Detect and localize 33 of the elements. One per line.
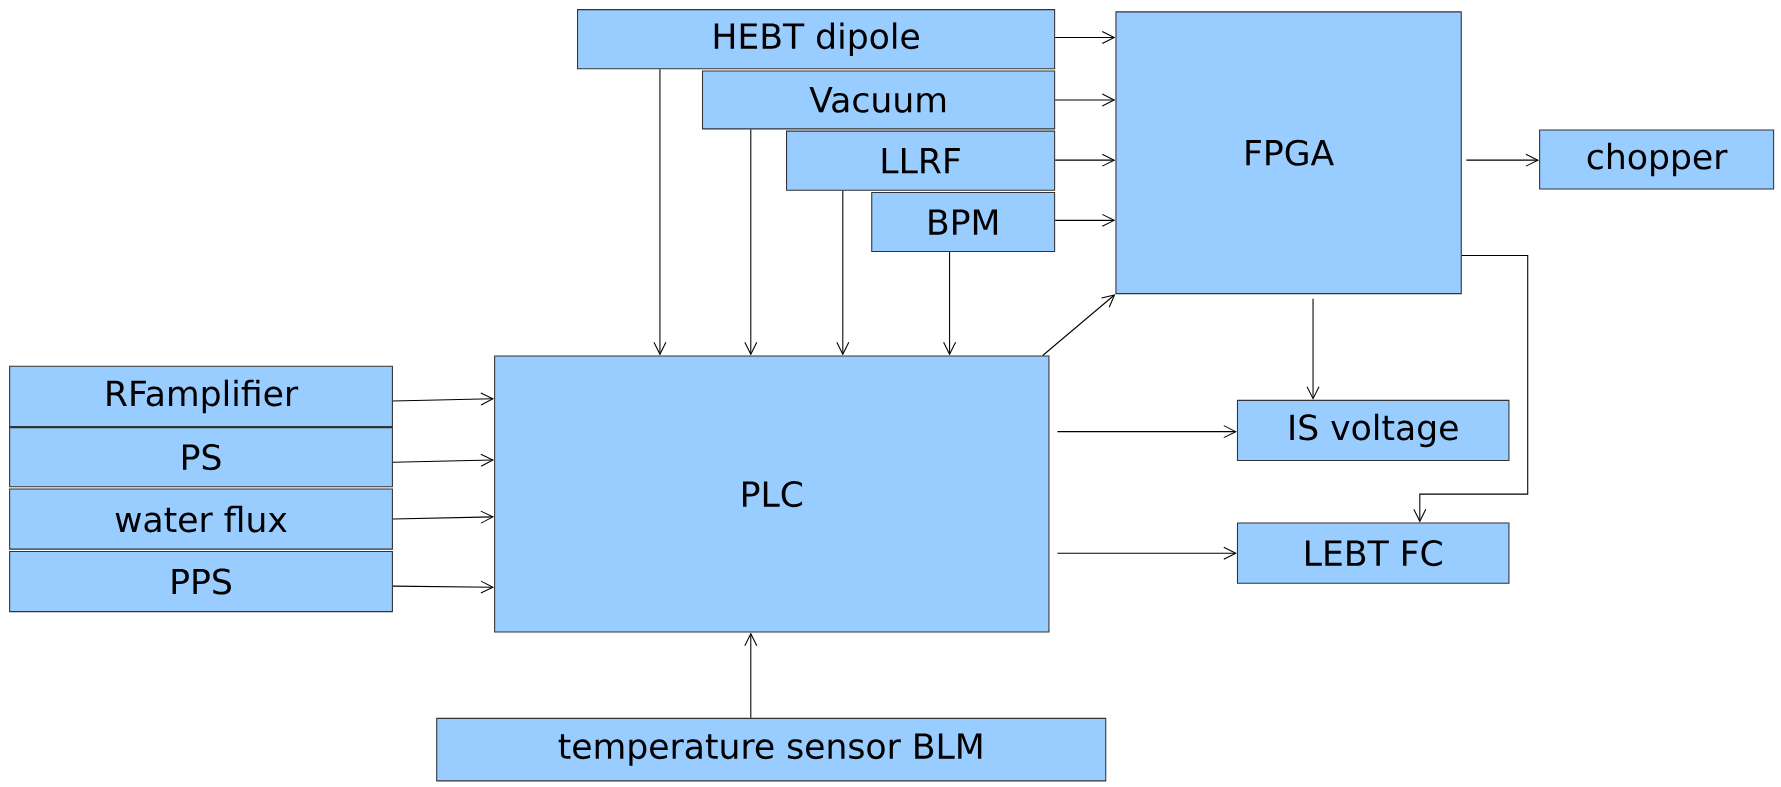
arrow: [836, 190, 850, 356]
arrow: [1054, 93, 1116, 107]
label-box: PS: [9, 427, 393, 488]
arrow: [1054, 30, 1116, 44]
arrow: [1525, 153, 1540, 167]
processor-box: FPGA: [1115, 11, 1462, 295]
label-box: Vacuum: [701, 70, 1056, 130]
arrow: [1413, 255, 1529, 523]
arrow: [392, 580, 495, 594]
arrow: [1054, 153, 1116, 167]
label-box: BPM: [871, 191, 1056, 253]
arrow: [1054, 213, 1116, 227]
controller-box: PLC: [494, 355, 1050, 633]
label-box: RFamplifier: [9, 365, 393, 427]
arrow: [1223, 425, 1237, 439]
label-box: temperature sensor BLM: [436, 717, 1107, 782]
arrow: [392, 510, 495, 524]
label-box: LEBT FC: [1236, 522, 1510, 584]
arrow: [1223, 546, 1237, 560]
label-box: water flux: [9, 488, 393, 550]
label-box: PPS: [9, 550, 393, 613]
label-box: chopper: [1539, 129, 1775, 190]
label-box: LLRF: [786, 130, 1056, 191]
arrow: [392, 453, 495, 467]
arrow: [744, 632, 758, 719]
arrow: [1042, 294, 1116, 356]
arrow: [744, 128, 758, 356]
label-box: HEBT dipole: [577, 9, 1056, 70]
label-box: IS voltage: [1236, 399, 1510, 462]
arrow: [1306, 386, 1320, 400]
arrow: [653, 68, 667, 356]
arrow: [943, 251, 957, 356]
arrow: [392, 392, 495, 406]
